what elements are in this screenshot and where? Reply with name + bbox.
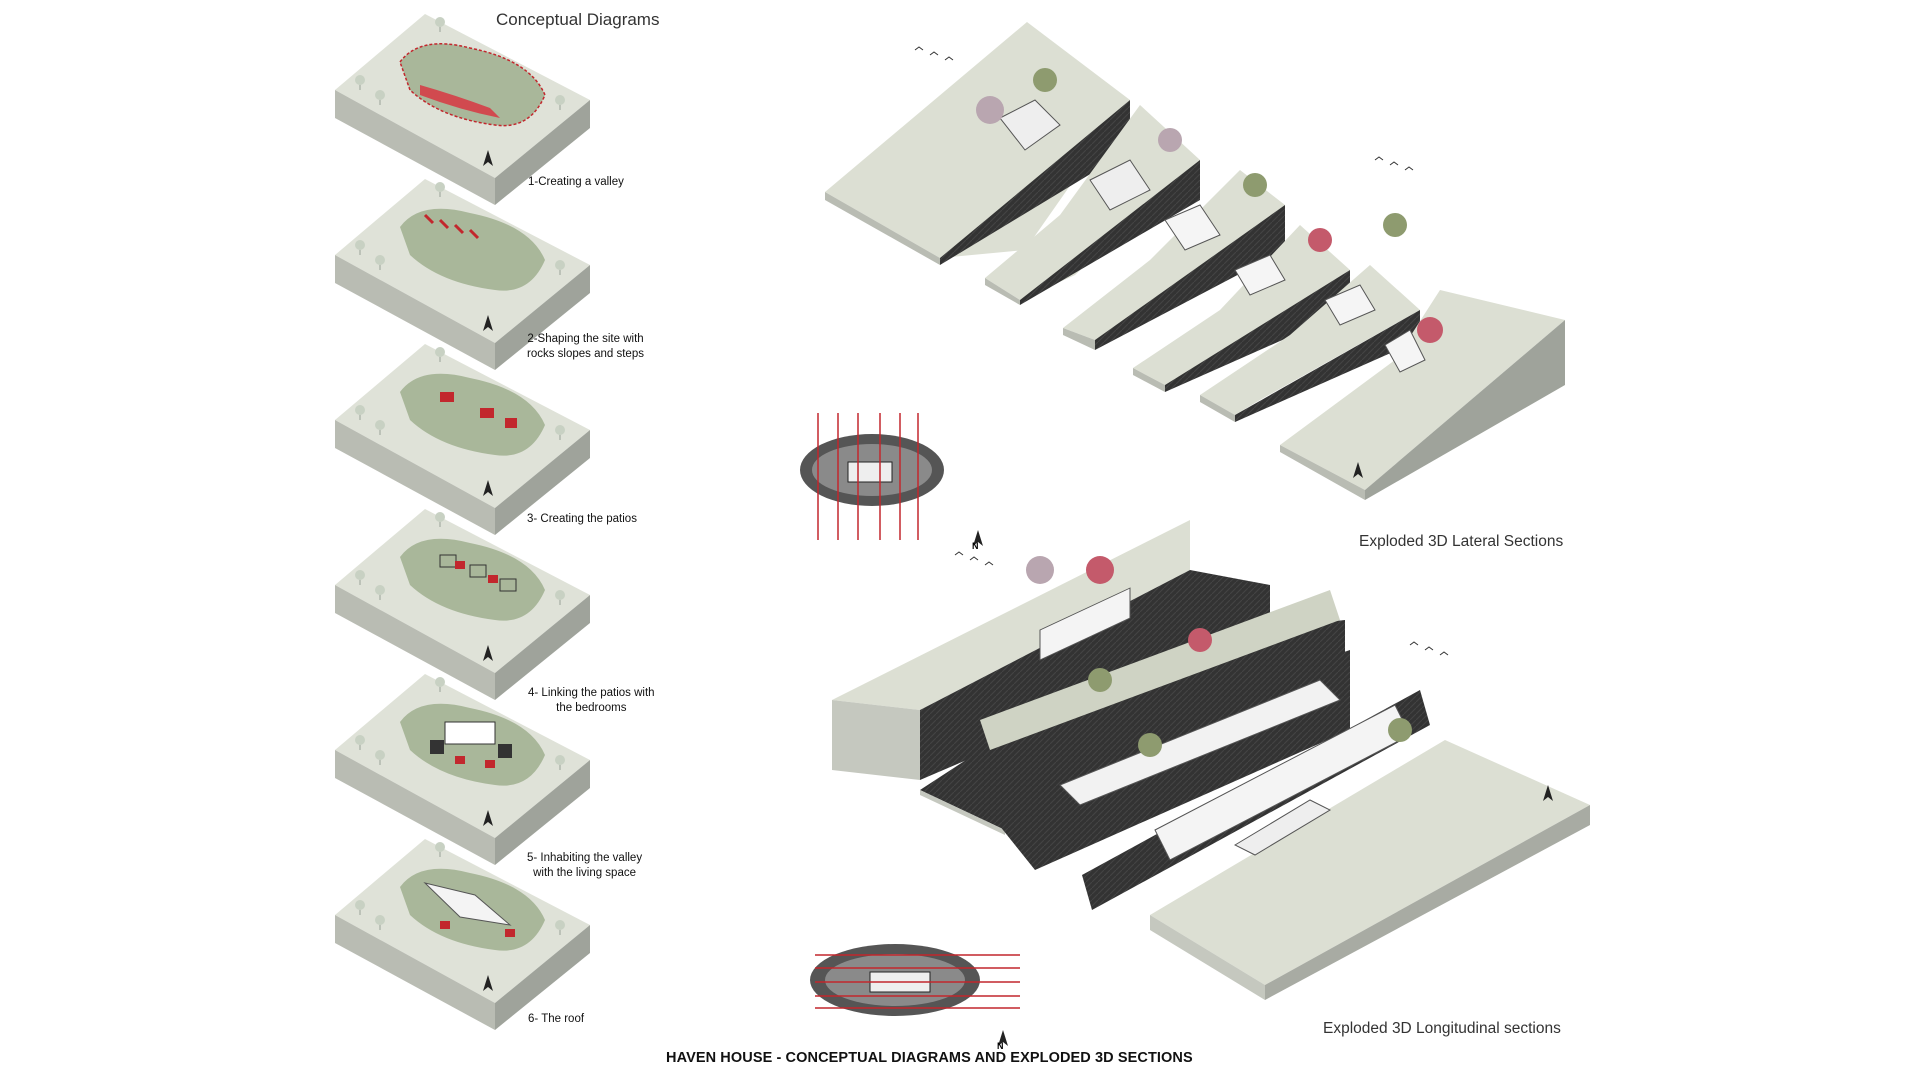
north-label-longitudinal-plan: N [997, 1041, 1004, 1051]
longitudinal-slab-4 [1082, 690, 1430, 910]
concept-block-2 [335, 179, 590, 370]
concept-block-1 [335, 14, 590, 205]
lateral-sections [825, 22, 1565, 500]
lateral-site-plan [800, 413, 983, 546]
step-6-line-1: 6- The roof [528, 1013, 585, 1025]
longitudinal-sections-title: Exploded 3D Longitudinal sections [1323, 1020, 1561, 1037]
longitudinal-site-plan [810, 944, 1020, 1046]
birds-icon [914, 46, 1449, 656]
longitudinal-slab-5 [1150, 740, 1590, 1000]
concept-block-4 [335, 509, 590, 700]
step-2-line-1: 2-Shaping the site with [527, 333, 644, 345]
lateral-slab-1 [825, 22, 1130, 265]
conceptual-diagrams-heading: Conceptual Diagrams [496, 10, 660, 29]
step-2-line-2: rocks slopes and steps [527, 348, 644, 360]
step-1-caption: 1-Creating a valley [528, 175, 624, 190]
concept-block-5 [335, 674, 590, 865]
step-3-caption: 3- Creating the patios [527, 512, 637, 527]
longitudinal-slab-3 [995, 650, 1350, 870]
lateral-slab-2 [985, 105, 1200, 305]
step-1-line-1: 1-Creating a valley [528, 176, 624, 188]
longitudinal-sections [832, 520, 1590, 1000]
lateral-slab-5 [1200, 213, 1420, 422]
footer-title: HAVEN HOUSE - CONCEPTUAL DIAGRAMS AND EX… [666, 1050, 1193, 1066]
north-label-lateral-plan: N [972, 541, 979, 551]
step-4-caption: 4- Linking the patios with the bedrooms [528, 686, 655, 716]
lateral-slab-4 [1133, 225, 1350, 392]
step-2-caption: 2-Shaping the site with rocks slopes and… [527, 332, 644, 362]
lateral-sections-title: Exploded 3D Lateral Sections [1359, 533, 1564, 550]
concept-block-3 [335, 344, 590, 535]
step-5-caption: 5- Inhabiting the valley with the living… [527, 851, 642, 881]
step-6-caption: 6- The roof [528, 1012, 584, 1027]
step-5-line-1: 5- Inhabiting the valley [527, 852, 643, 864]
lateral-slab-6 [1280, 290, 1565, 500]
step-4-line-2: the bedrooms [556, 702, 627, 714]
longitudinal-slab-2 [920, 590, 1345, 835]
concept-block-6 [335, 839, 590, 1030]
step-5-line-2: with the living space [533, 867, 636, 879]
lateral-slab-3 [1063, 170, 1285, 350]
step-4-line-1: 4- Linking the patios with [528, 687, 655, 699]
step-3-line-1: 3- Creating the patios [527, 513, 637, 525]
